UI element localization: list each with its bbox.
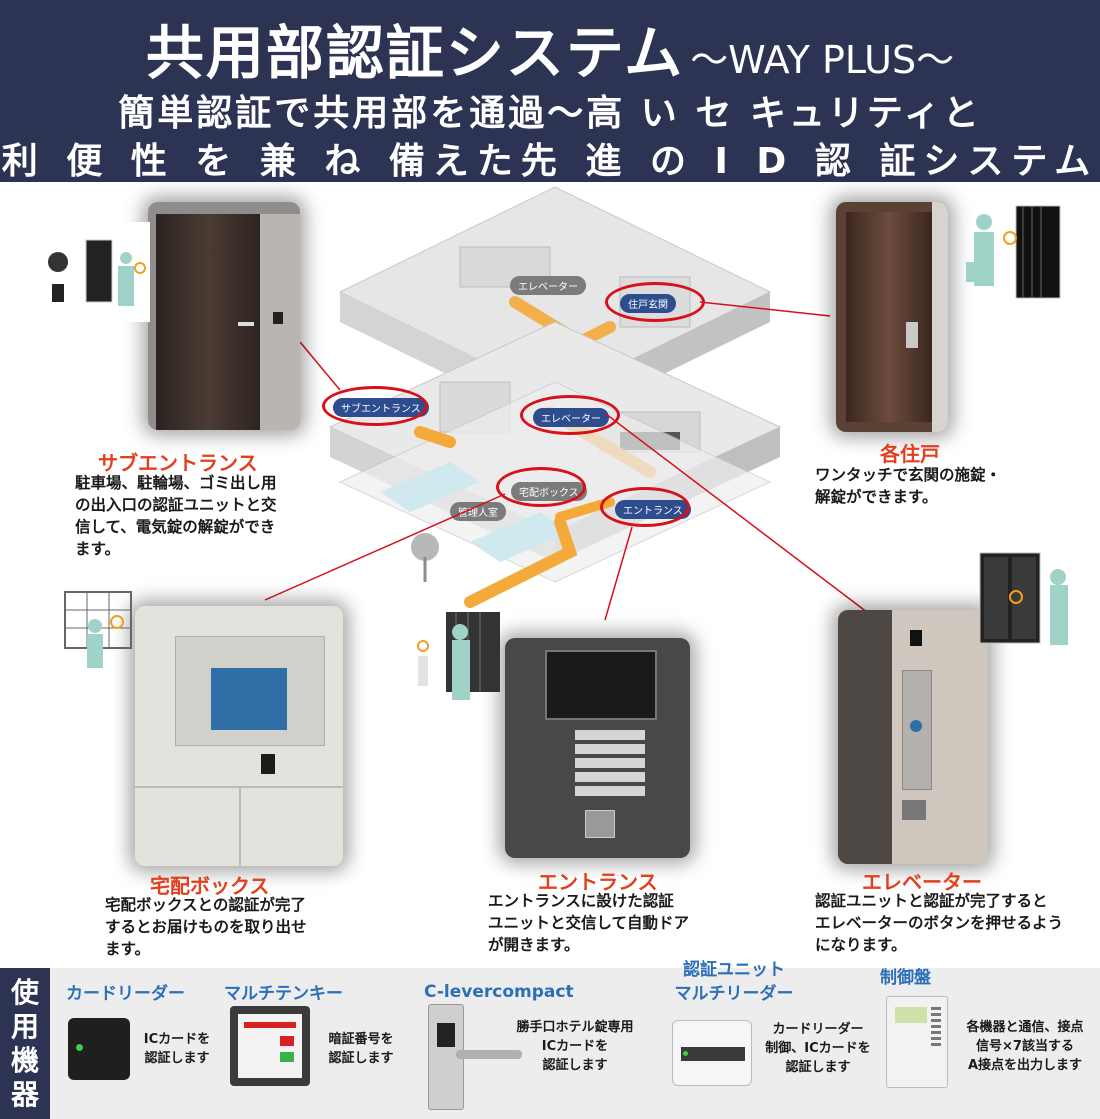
elevator-silhouette	[979, 552, 1068, 645]
desc-line: A接点を出力します	[967, 1058, 1083, 1073]
desc-line: ユニットと交信して自動ドア	[488, 914, 690, 932]
desc-line: ます。	[75, 540, 120, 558]
c-lever-title: C-levercompact	[424, 982, 574, 1002]
elevator-photo	[838, 610, 988, 864]
desc-line: の出入口の認証ユニットと交	[75, 496, 277, 514]
highlight-ring-delivery	[496, 467, 586, 507]
multi-tenkey-image	[230, 1006, 310, 1086]
desc-line: エレベーターのボタンを押せるよう	[815, 914, 1064, 932]
desc-line: 信して、電気錠の解錠ができ	[75, 518, 276, 536]
card-reader-desc: ICカードを 認証します	[136, 1030, 218, 1068]
desc-line: ます。	[105, 940, 150, 958]
feature-desc-each-unit: ワンタッチで玄関の施錠・ 解錠ができます。	[815, 464, 1001, 508]
tagline-line-2: 利 便 性 を 兼 ね 備えた先 進 の I D 認 証システム	[1, 141, 1099, 182]
sub-entrance-photo	[148, 202, 300, 430]
feature-title-sub-entrance: サブエントランス	[98, 451, 258, 475]
feature-desc-elevator: 認証ユニットと認証が完了すると エレベーターのボタンを押せるよう になります。	[815, 890, 1063, 956]
tag-manager-room: 管理人室	[450, 502, 506, 521]
unit-door-photo	[836, 202, 948, 432]
highlight-ring-sub-entrance	[322, 386, 428, 426]
desc-line: 勝手口ホテル錠専用	[516, 1020, 634, 1035]
multi-tenkey-desc: 暗証番号を 認証します	[318, 1030, 404, 1068]
auth-unit-image	[672, 1020, 752, 1086]
feature-title-elevator: エレベーター	[862, 870, 982, 894]
header-banner: 共用部認証システム〜WAY PLUS〜 簡単認証で共用部を通過〜高 い セ キュ…	[0, 0, 1100, 182]
feature-desc-sub-entrance: 駐車場、駐輪場、ゴミ出し用 の出入口の認証ユニットと交 信して、電気錠の解錠がで…	[75, 472, 277, 560]
equipment-tab: 使 用 機 器	[0, 968, 50, 1119]
desc-line: になります。	[815, 936, 907, 954]
control-panel-desc: 各機器と通信、接点 信号×7該当する A接点を出力します	[950, 1018, 1100, 1075]
desc-line: ICカードを	[541, 1039, 609, 1054]
feature-title-delivery-box: 宅配ボックス	[150, 874, 270, 898]
desc-line: 認証します	[328, 1051, 394, 1066]
delivery-box-photo	[135, 606, 343, 866]
desc-line: 解錠ができます。	[815, 488, 938, 506]
desc-line: 認証します	[785, 1060, 851, 1075]
auth-unit-desc: カードリーダー 制御、ICカードを 認証します	[756, 1020, 880, 1077]
highlight-ring-unit	[605, 282, 705, 322]
desc-line: エントランスに設けた認証	[488, 892, 674, 910]
desc-line: するとお届けものを取り出せ	[105, 918, 307, 936]
desc-line: が開きます。	[488, 936, 580, 954]
delivery-silhouette	[64, 591, 132, 668]
desc-line: カードリーダー	[772, 1022, 864, 1037]
c-lever-handle	[456, 1050, 522, 1059]
feature-desc-delivery-box: 宅配ボックスとの認証が完了 するとお届けものを取り出せ ます。	[105, 894, 307, 960]
title-line: マルチリーダー	[674, 984, 794, 1004]
tab-char: 使	[10, 975, 39, 1009]
desc-line: 制御、ICカードを	[765, 1041, 871, 1056]
desc-line: 認証します	[542, 1058, 608, 1073]
page-title: 共用部認証システム〜WAY PLUS〜	[0, 6, 1100, 90]
desc-line: ICカードを	[143, 1032, 211, 1047]
tab-char: 器	[10, 1077, 39, 1111]
feature-desc-entrance: エントランスに設けた認証 ユニットと交信して自動ドア が開きます。	[488, 890, 689, 956]
desc-line: 認証ユニットと認証が完了すると	[815, 892, 1048, 910]
entrance-silhouette	[417, 612, 500, 700]
c-lever-desc: 勝手口ホテル錠専用 ICカードを 認証します	[500, 1018, 650, 1075]
feature-title-entrance: エントランス	[538, 870, 658, 894]
desc-line: 各機器と通信、接点	[966, 1020, 1084, 1035]
highlight-ring-entrance	[600, 487, 690, 527]
desc-line: 宅配ボックスとの認証が完了	[105, 896, 306, 914]
tagline-line-1: 簡単認証で共用部を通過〜高 い セ キュリティと	[118, 93, 982, 134]
system-diagram: エレベーター 住戸玄関 サブエントランス エレベーター 宅配ボックス エントラン…	[0, 182, 1100, 964]
sub-entrance-silhouette	[38, 222, 150, 322]
multi-tenkey-title: マルチテンキー	[224, 984, 343, 1004]
title-line: 認証ユニット	[683, 960, 785, 980]
unit-silhouette	[966, 205, 1061, 299]
desc-line: 信号×7該当する	[976, 1039, 1074, 1054]
tab-char: 用	[10, 1009, 39, 1043]
control-panel-image	[886, 996, 948, 1088]
title-sub: 〜WAY PLUS〜	[690, 38, 955, 82]
title-main: 共用部認証システム	[145, 19, 685, 87]
control-panel-title: 制御盤	[880, 968, 931, 988]
tab-char: 機	[10, 1043, 39, 1077]
entrance-photo	[505, 638, 690, 858]
desc-line: 駐車場、駐輪場、ゴミ出し用	[75, 474, 277, 492]
desc-line: ワンタッチで玄関の施錠・	[815, 466, 1002, 484]
feature-title-each-unit: 各住戸	[880, 442, 940, 466]
highlight-ring-elevator	[520, 395, 620, 435]
equipment-section: 使 用 機 器 カードリーダー ICカードを 認証します マルチテンキー 暗証番…	[0, 960, 1100, 1119]
tag-elevator-top: エレベーター	[510, 276, 586, 295]
auth-unit-title: 認証ユニット マルチリーダー	[666, 958, 802, 1006]
desc-line: 暗証番号を	[328, 1032, 394, 1047]
desc-line: 認証します	[144, 1051, 210, 1066]
card-reader-title: カードリーダー	[66, 984, 185, 1004]
card-reader-image	[68, 1018, 130, 1080]
